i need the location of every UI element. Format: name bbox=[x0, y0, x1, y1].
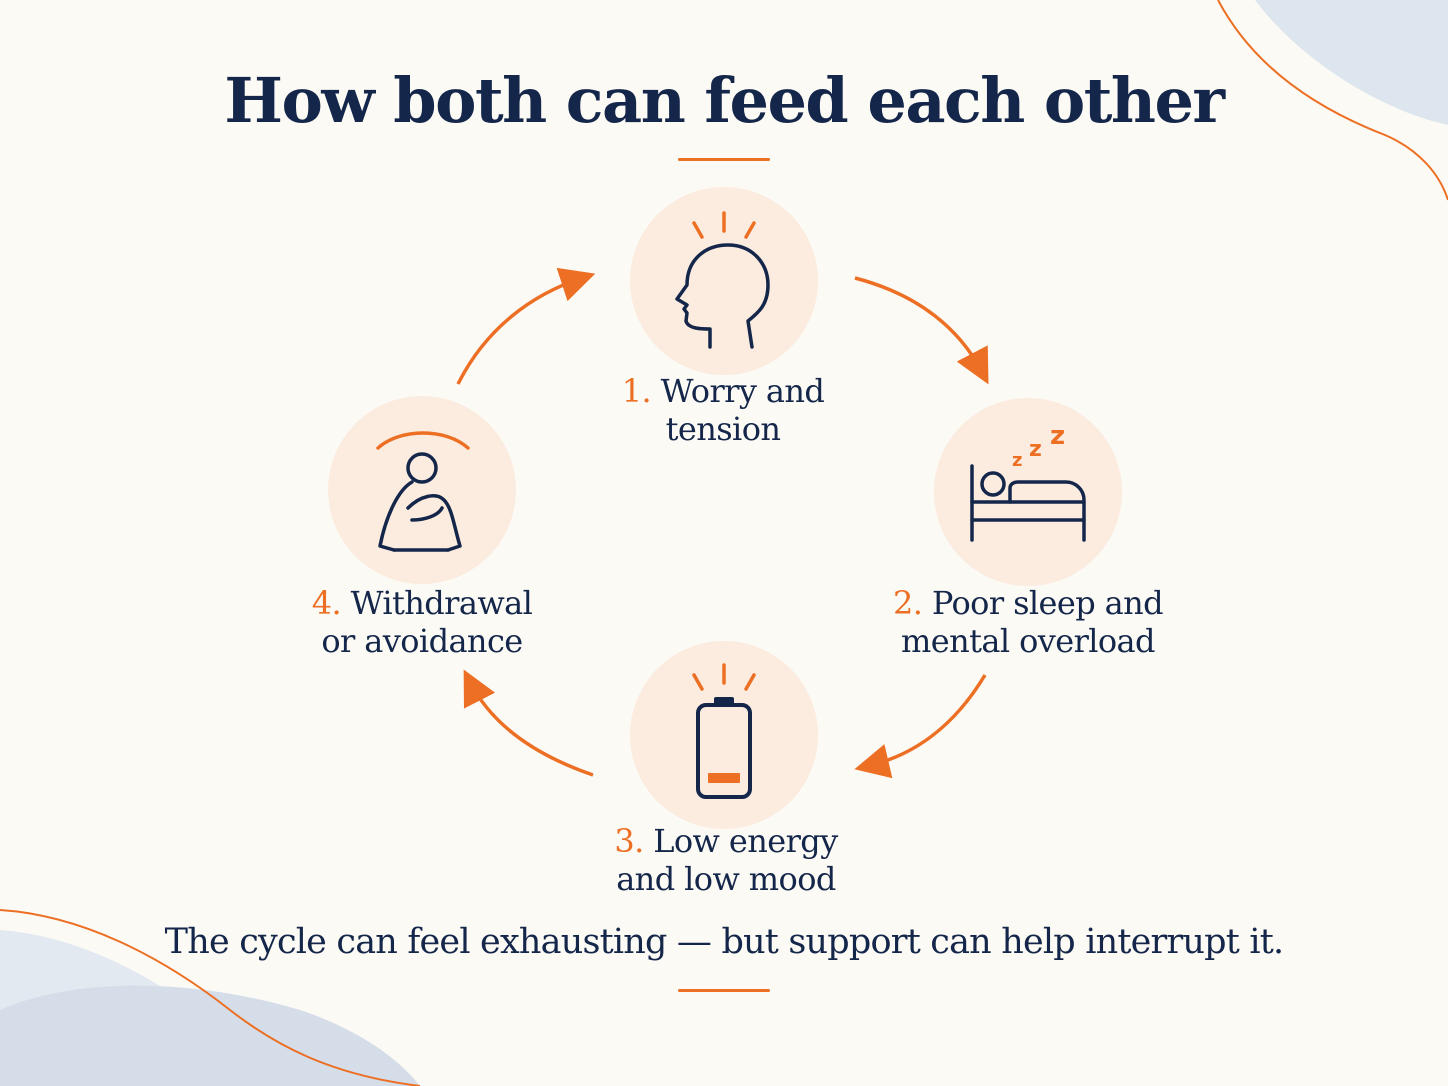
sleep-z-large: z bbox=[1050, 421, 1065, 451]
top-right-blob bbox=[1255, 0, 1448, 125]
step-4-label: 4. Withdrawal or avoidance bbox=[262, 584, 582, 660]
step-4-text-line1: Withdrawal bbox=[350, 584, 533, 622]
person-hugging-knees-icon bbox=[376, 431, 470, 552]
arrow-2-to-3 bbox=[854, 674, 987, 779]
sleeping-in-bed-icon: z z z bbox=[970, 421, 1086, 542]
step-4-circle bbox=[328, 396, 516, 584]
top-right-swoosh bbox=[1217, 0, 1448, 201]
sleep-z-small: z bbox=[1012, 450, 1022, 471]
tagline-underline bbox=[678, 989, 770, 992]
title-underline bbox=[678, 158, 770, 161]
step-4-number: 4. bbox=[311, 584, 342, 622]
step-1-circle bbox=[630, 187, 818, 375]
step-3-number: 3. bbox=[614, 822, 644, 860]
step-3-text-line2: and low mood bbox=[616, 860, 836, 898]
sleep-z-medium: z bbox=[1029, 437, 1042, 462]
step-3-text-line1: Low energy bbox=[653, 822, 838, 860]
step-2-label: 2. Poor sleep and mental overload bbox=[868, 584, 1188, 660]
step-2-number: 2. bbox=[892, 584, 923, 622]
step-1-number: 1. bbox=[621, 372, 652, 410]
step-2-text-line1: Poor sleep and bbox=[931, 584, 1164, 622]
tagline: The cycle can feel exhausting — but supp… bbox=[164, 922, 1284, 962]
step-4-text-line2: or avoidance bbox=[321, 622, 523, 660]
step-3-label: 3. Low energy and low mood bbox=[566, 822, 886, 898]
arrow-3-to-4 bbox=[463, 669, 594, 777]
arrow-1-to-2 bbox=[854, 276, 989, 385]
arrow-4-to-1 bbox=[456, 267, 596, 385]
low-battery-icon bbox=[692, 663, 756, 799]
step-1-text-line2: tension bbox=[665, 410, 781, 448]
page-title: How both can feed each other bbox=[224, 64, 1225, 137]
step-1-text-line1: Worry and bbox=[660, 372, 825, 410]
step-2-text-line2: mental overload bbox=[901, 622, 1155, 660]
bottom-left-swoosh bbox=[0, 909, 421, 1086]
head-icon bbox=[675, 211, 770, 349]
step-2-circle: z z z bbox=[934, 398, 1122, 586]
step-3-circle bbox=[630, 641, 818, 829]
step-1-label: 1. Worry and tension bbox=[563, 372, 883, 448]
